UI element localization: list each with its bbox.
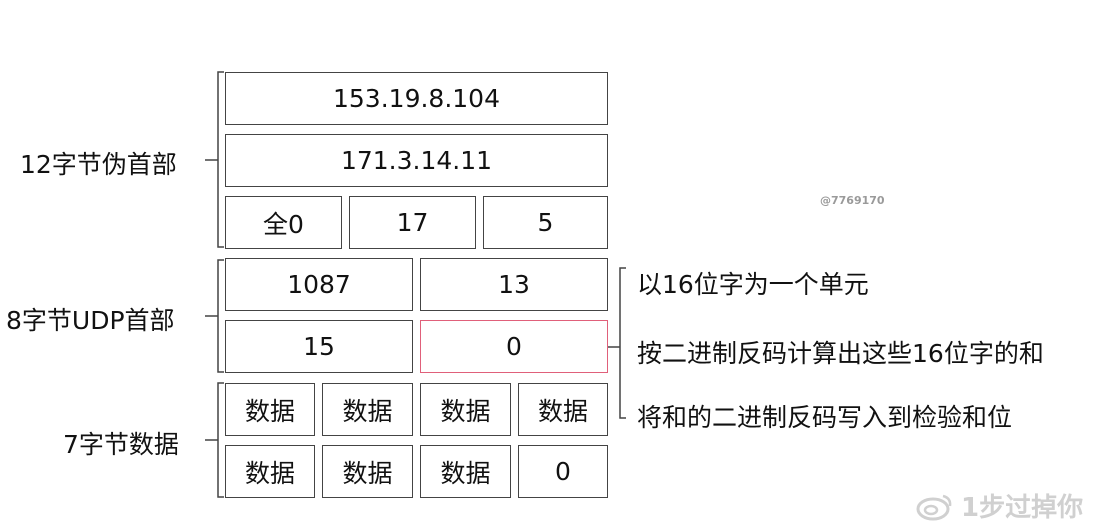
dest-port-cell: 13 — [420, 258, 608, 311]
data-cell: 数据 — [420, 445, 511, 498]
source-port-cell: 1087 — [225, 258, 413, 311]
udp-bracket — [205, 259, 224, 373]
pseudo-bracket — [205, 71, 224, 248]
watermark-id: @7769170 — [820, 194, 885, 207]
dest-ip-cell: 171.3.14.11 — [225, 134, 608, 187]
checksum-cell: 0 — [420, 320, 608, 373]
step-2-text: 按二进制反码计算出这些16位字的和 — [637, 339, 1044, 368]
weibo-logo-icon — [916, 494, 952, 520]
udp-length-cell: 15 — [225, 320, 413, 373]
data-cell: 数据 — [322, 445, 413, 498]
data-pad-cell: 0 — [518, 445, 608, 498]
data-cell: 数据 — [225, 445, 315, 498]
step-1-text: 以16位字为一个单元 — [637, 270, 869, 299]
data-cell: 数据 — [322, 383, 413, 436]
zero-cell: 全0 — [225, 196, 342, 249]
steps-bracket — [608, 267, 626, 419]
length-cell: 5 — [483, 196, 608, 249]
step-3-text: 将和的二进制反码写入到检验和位 — [637, 403, 1013, 432]
watermark-brand-text: 1步过掉你 — [961, 493, 1084, 523]
data-cell: 数据 — [420, 383, 511, 436]
data-cell: 数据 — [225, 383, 315, 436]
pseudo-header-label: 12字节伪首部 — [20, 150, 177, 179]
protocol-cell: 17 — [349, 196, 476, 249]
source-ip-cell: 153.19.8.104 — [225, 72, 608, 125]
watermark-brand: 1步过掉你 — [915, 487, 1083, 524]
data-label: 7字节数据 — [63, 430, 179, 459]
data-cell: 数据 — [518, 383, 608, 436]
udp-header-label: 8字节UDP首部 — [6, 306, 175, 335]
data-bracket — [205, 382, 224, 498]
